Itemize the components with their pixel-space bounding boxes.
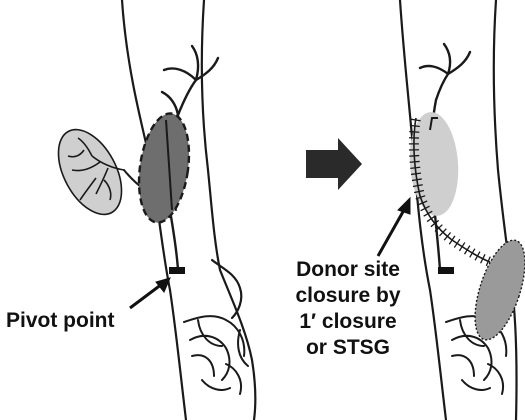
pivot-point-label: Pivot point — [6, 308, 115, 334]
suture-tick — [427, 216, 435, 222]
suture-tick — [449, 236, 455, 244]
left-leg — [122, 0, 255, 420]
pivot-pointer-arrow — [130, 278, 170, 308]
suture-tick — [459, 242, 464, 250]
right-leg-outline-lateral — [494, 0, 517, 420]
suture-tick — [454, 239, 459, 247]
pivot-point-marker — [169, 267, 185, 274]
left-foot-vessels — [184, 316, 248, 394]
donor-site-line-1: Donor site — [283, 257, 413, 283]
donor-site-line-4: or STSG — [283, 335, 413, 361]
donor-site-line-3: 1′ closure — [283, 309, 413, 335]
donor-site-pointer-arrow — [378, 198, 410, 256]
right-vessel-branch — [420, 44, 470, 74]
suture-tick — [465, 246, 470, 254]
donor-site-closure-label: Donor site closure by 1′ closure or STSG — [283, 257, 413, 361]
right-arrow-icon — [306, 138, 362, 190]
pivot-point-marker-right — [438, 267, 454, 274]
suture-tick — [411, 119, 421, 121]
right-leg — [400, 0, 517, 420]
left-vessel-branch — [162, 46, 218, 115]
suture-tick — [409, 156, 419, 157]
harvested-flap — [45, 119, 134, 225]
suture-tick — [410, 161, 420, 162]
suture-tick — [409, 132, 419, 133]
donor-site-line-2: closure by — [283, 283, 413, 309]
